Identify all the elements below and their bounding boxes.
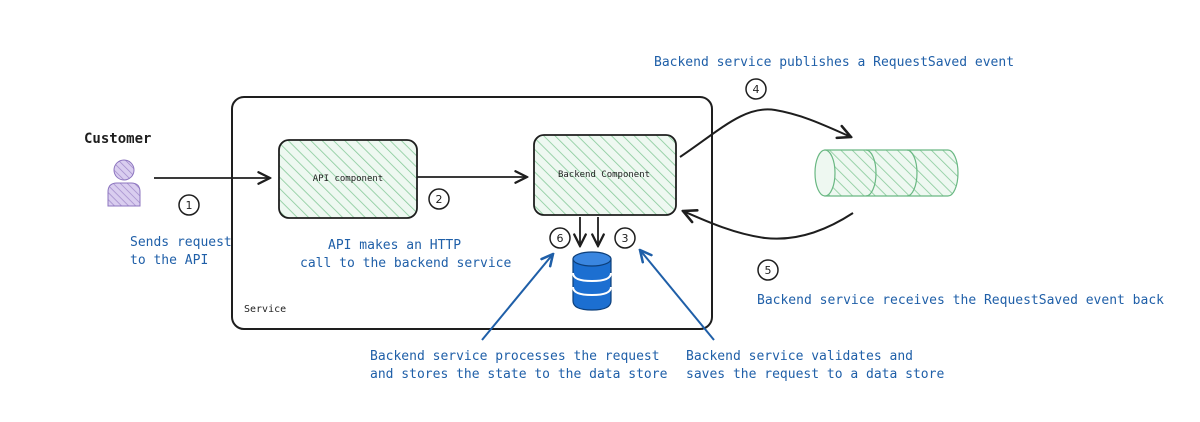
step-4-text: Backend service publishes a RequestSaved…: [654, 55, 1014, 70]
api-component-label: API component: [313, 174, 383, 184]
step-3-text-line-2: saves the request to a data store: [686, 367, 944, 382]
event-queue-icon: [814, 149, 959, 197]
arrow-publish-event: [679, 108, 851, 158]
service-label: Service: [244, 304, 286, 315]
step-4-badge: 4: [745, 78, 767, 100]
step-3-badge: 3: [614, 227, 636, 249]
service-container: [231, 96, 713, 330]
step-5-badge: 5: [757, 259, 779, 281]
step-1-text-line-1: Sends request: [130, 235, 232, 250]
step-3-text-line-1: Backend service validates and: [686, 349, 913, 364]
backend-component-box: [533, 134, 677, 216]
annotation-arrow-step-6: [481, 254, 553, 341]
step-2-text-line-2: call to the backend service: [300, 256, 511, 271]
svg-text:5: 5: [765, 264, 772, 277]
step-6-text-line-1: Backend service processes the request: [370, 349, 660, 364]
step-6-badge: 6: [549, 227, 571, 249]
customer-label: Customer: [84, 131, 151, 147]
step-1-text-line-2: to the API: [130, 253, 208, 268]
step-2-badge: 2: [428, 188, 450, 210]
step-1-badge: 1: [178, 194, 200, 216]
svg-text:2: 2: [436, 193, 443, 206]
annotation-arrow-step-3: [640, 250, 715, 341]
step-2-text-line-1: API makes an HTTP: [328, 238, 461, 253]
svg-text:3: 3: [622, 232, 629, 245]
customer-icon: [107, 159, 141, 207]
svg-text:1: 1: [186, 199, 193, 212]
api-component-box: [278, 139, 418, 219]
step-5-text: Backend service receives the RequestSave…: [757, 293, 1164, 308]
arrow-receive-event: [683, 211, 854, 240]
svg-text:6: 6: [557, 232, 564, 245]
svg-text:4: 4: [753, 83, 760, 96]
database-icon: [572, 251, 612, 311]
backend-component-label: Backend Component: [558, 170, 650, 180]
step-6-text-line-2: and stores the state to the data store: [370, 367, 668, 382]
